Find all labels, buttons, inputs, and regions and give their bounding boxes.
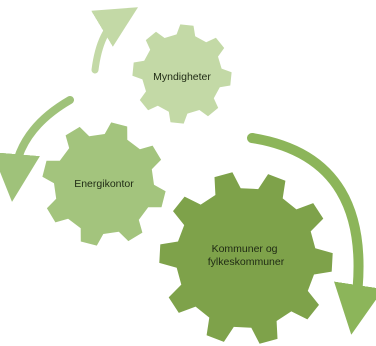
gear-myndigheter-label: Myndigheter	[153, 71, 211, 83]
gear-energikontor: Energikontor	[42, 122, 166, 246]
gear-energikontor-shape	[42, 122, 166, 246]
gear-myndigheter: Myndigheter	[132, 24, 232, 124]
cycle-arrow-right	[247, 133, 376, 335]
cycle-arrow-top-left	[91, 7, 138, 74]
gear-energikontor-label-line-1: Energikontor	[74, 178, 134, 190]
gear-energikontor-label: Energikontor	[74, 178, 134, 190]
gear-kommuner-label: Kommuner og fylkeskommuner	[208, 243, 285, 268]
cycle-arrow-left	[0, 96, 74, 202]
gear-myndigheter-label-line-1: Myndigheter	[153, 71, 211, 83]
gear-kommuner-og-fylkeskommuner: Kommuner og fylkeskommuner	[159, 172, 333, 344]
gear-kommuner-label-line-1: Kommuner og	[212, 243, 278, 255]
gear-kommuner-shape	[159, 172, 333, 344]
gear-myndigheter-shape	[132, 24, 232, 124]
gear-kommuner-label-line-2: fylkeskommuner	[208, 256, 285, 268]
